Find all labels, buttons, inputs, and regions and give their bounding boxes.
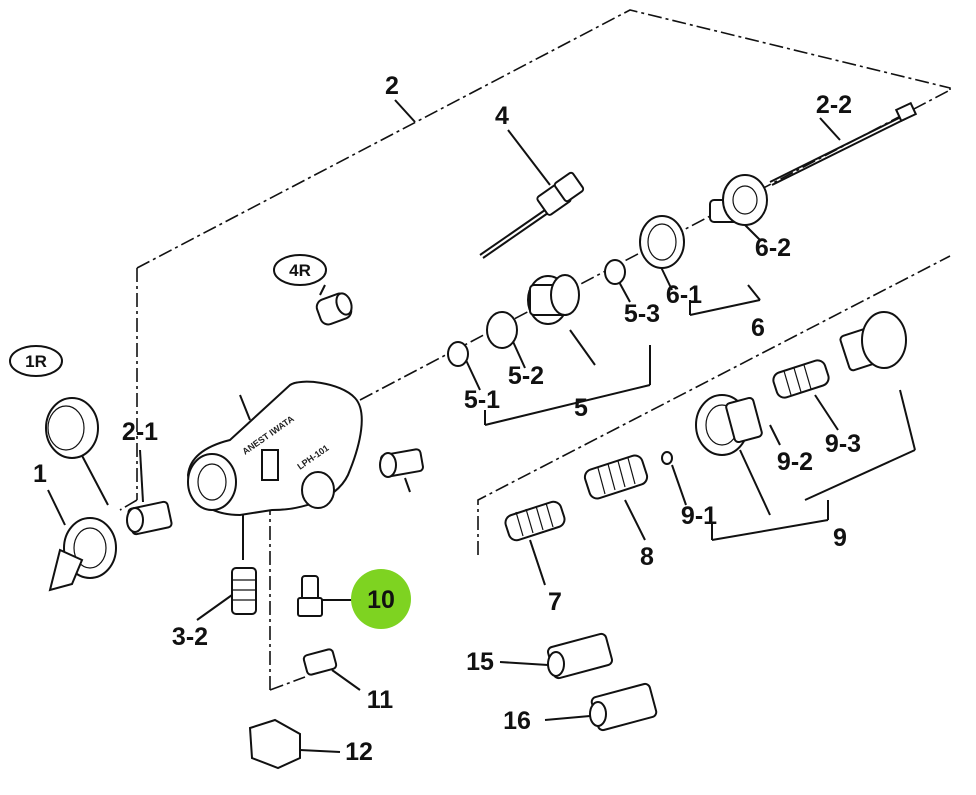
part-9-1-clip <box>661 451 673 465</box>
body-side-fitting <box>379 448 424 478</box>
highlight-circle <box>351 569 411 629</box>
part-6-1-seal <box>639 215 685 269</box>
part-9-knob <box>839 311 907 372</box>
gun-body: ANEST IWATA LPH-101 <box>186 380 363 517</box>
part-12-clip <box>248 718 301 770</box>
part-10-plug <box>297 575 323 617</box>
label-5-3: 5-3 <box>624 300 660 328</box>
part-3-2-fitting <box>231 567 257 615</box>
label-3-2: 3-2 <box>172 623 208 651</box>
part-8-spring <box>583 454 649 500</box>
label-12: 12 <box>345 738 373 766</box>
oval-label-1r-text: 1R <box>25 352 47 371</box>
assembly-outline-2 <box>119 9 951 511</box>
part-2-1-fluid-nozzle <box>126 500 173 536</box>
part-7-spring <box>504 500 566 542</box>
label-9-3: 9-3 <box>825 430 861 458</box>
part-9-valve-housing <box>695 394 763 456</box>
part-2-2-needle <box>769 101 918 186</box>
part-1r-ring <box>45 397 99 459</box>
part-5-1-oring <box>447 341 469 367</box>
label-1: 1 <box>33 460 47 488</box>
label-5-2: 5-2 <box>508 362 544 390</box>
part-11-nut <box>302 648 338 676</box>
part-4-air-valve <box>479 171 585 259</box>
part-labels: 2 2-2 4 6-2 6-1 5-3 6 5-2 5-1 5 2-1 1 9-… <box>33 72 861 766</box>
label-5: 5 <box>574 394 588 422</box>
part-6-2-valve-body <box>709 174 768 226</box>
label-6-1: 6-1 <box>666 281 702 309</box>
label-8: 8 <box>640 543 654 571</box>
label-9-1: 9-1 <box>681 502 717 530</box>
label-11: 11 <box>367 686 394 714</box>
label-2: 2 <box>385 72 399 100</box>
label-9-2: 9-2 <box>777 448 813 476</box>
label-16: 16 <box>503 707 531 735</box>
label-4: 4 <box>495 102 509 130</box>
label-15: 15 <box>466 648 494 676</box>
part-5-3-oring <box>604 259 626 285</box>
oval-label-4r: 4R <box>273 254 327 286</box>
label-6: 6 <box>751 314 765 342</box>
label-7: 7 <box>548 588 562 616</box>
label-5-1: 5-1 <box>464 386 500 414</box>
label-6-2: 6-2 <box>755 234 791 262</box>
part-5-2-oring <box>486 311 518 349</box>
part-5-air-valve-set <box>527 274 580 325</box>
oval-label-4r-text: 4R <box>289 261 311 280</box>
part-9-3-spring <box>772 359 830 399</box>
part-4r-knob <box>315 292 353 326</box>
label-2-1: 2-1 <box>122 418 158 446</box>
part-16-fitting <box>589 682 658 732</box>
label-2-2: 2-2 <box>816 91 852 119</box>
part-1-air-cap <box>48 517 117 592</box>
part-15-fitting <box>547 632 613 680</box>
oval-label-1r: 1R <box>9 345 63 377</box>
label-9: 9 <box>833 524 847 552</box>
label-10: 10 <box>367 586 395 614</box>
